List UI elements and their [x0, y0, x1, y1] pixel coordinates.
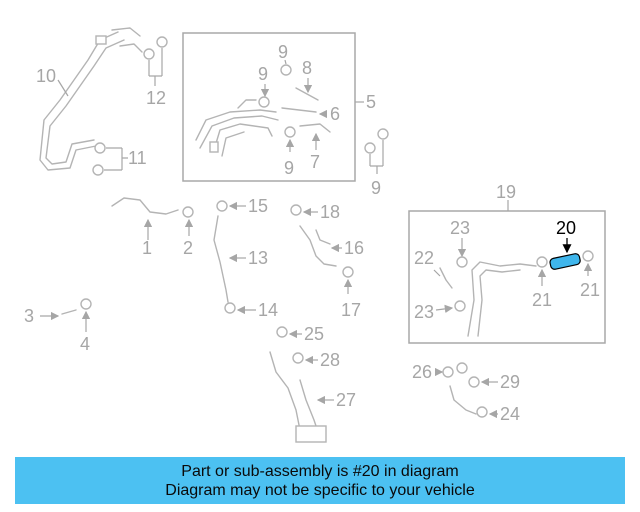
part-12-clamps[interactable] — [143, 36, 168, 60]
callout-9c: 9 — [284, 158, 294, 178]
part-25-clamp[interactable] — [276, 326, 288, 338]
part-20-hose-highlighted[interactable] — [549, 253, 581, 270]
callout-7: 7 — [310, 152, 320, 172]
part-7-hose[interactable] — [299, 123, 331, 133]
part-5-hose-assembly[interactable] — [195, 99, 279, 157]
leader-10 — [57, 79, 69, 97]
leader-12 — [148, 48, 163, 86]
part-19-pipe-assembly[interactable] — [456, 256, 537, 337]
leader-11 — [104, 147, 128, 171]
part-13-hose[interactable] — [213, 215, 229, 303]
banner-line-2: Diagram may not be specific to your vehi… — [165, 481, 475, 499]
callout-5: 5 — [366, 92, 376, 112]
callout-15: 15 — [248, 196, 268, 216]
callout-20: 20 — [556, 218, 576, 238]
part-24-hose[interactable] — [449, 385, 477, 415]
part-26-clamp-a[interactable] — [442, 366, 454, 378]
callout-1: 1 — [142, 238, 152, 258]
part-6-hose[interactable] — [281, 107, 317, 113]
callout-29: 29 — [500, 372, 520, 392]
callout-24: 24 — [500, 404, 520, 424]
callout-18: 18 — [320, 202, 340, 222]
callout-26: 26 — [412, 362, 432, 382]
callout-6: 6 — [330, 104, 340, 124]
callout-9d: 9 — [371, 178, 381, 198]
callout-14: 14 — [258, 300, 278, 320]
callout-3: 3 — [24, 306, 34, 326]
callout-16: 16 — [344, 238, 364, 258]
callout-9b: 9 — [278, 42, 288, 62]
group-box-5 — [182, 32, 356, 182]
part-27-pipe-assembly[interactable] — [269, 351, 327, 443]
callout-9a: 9 — [258, 64, 268, 84]
callout-17: 17 — [341, 300, 361, 320]
callout-4: 4 — [80, 334, 90, 354]
part-16-hose[interactable] — [299, 225, 337, 267]
part-8-hose[interactable] — [295, 87, 319, 101]
callout-12: 12 — [146, 88, 166, 108]
part-22-hose[interactable] — [439, 267, 453, 289]
callout-21a: 21 — [532, 290, 552, 310]
part-17-clamp[interactable] — [342, 266, 354, 278]
part-23b-clamp[interactable] — [454, 300, 466, 312]
part-1-hose[interactable] — [111, 197, 179, 215]
part-21b-clamp[interactable] — [582, 250, 594, 262]
callout-23a: 23 — [450, 218, 470, 238]
part-21a-clamp[interactable] — [536, 256, 548, 268]
part-9d-clamps[interactable] — [364, 128, 389, 154]
part-29-clamp[interactable] — [468, 376, 480, 388]
callout-13: 13 — [248, 248, 268, 268]
part-4-clamp[interactable] — [80, 298, 92, 310]
part-9a-clamp[interactable] — [258, 96, 270, 108]
callout-2: 2 — [183, 238, 193, 258]
part-26-clamp-b[interactable] — [456, 362, 468, 374]
part-11-clamps[interactable] — [92, 142, 106, 176]
callout-11: 11 — [128, 148, 147, 168]
part-9c-clamp[interactable] — [284, 126, 296, 138]
callout-23b: 23 — [414, 302, 434, 322]
part-14-clamp[interactable] — [224, 302, 236, 314]
info-banner: Part or sub-assembly is #20 in diagram D… — [15, 457, 625, 504]
part-3-fitting[interactable] — [61, 309, 77, 315]
callout-8: 8 — [302, 58, 312, 78]
part-15-clamp[interactable] — [216, 200, 228, 212]
callout-25: 25 — [304, 324, 324, 344]
callout-27: 27 — [336, 390, 356, 410]
part-9b-clamp[interactable] — [280, 64, 292, 76]
callout-19: 19 — [496, 182, 516, 202]
part-28-clamp[interactable] — [292, 352, 304, 364]
callout-22: 22 — [414, 248, 434, 268]
part-10-heater-pipe[interactable] — [39, 27, 143, 171]
banner-line-1: Part or sub-assembly is #20 in diagram — [181, 462, 459, 480]
callout-10: 10 — [36, 66, 56, 86]
callout-28: 28 — [320, 350, 340, 370]
callout-21b: 21 — [580, 280, 600, 300]
leader-9d — [369, 140, 384, 174]
part-2-clamp[interactable] — [182, 206, 194, 218]
group-box-19 — [408, 210, 606, 344]
part-18-clamp[interactable] — [290, 204, 302, 216]
